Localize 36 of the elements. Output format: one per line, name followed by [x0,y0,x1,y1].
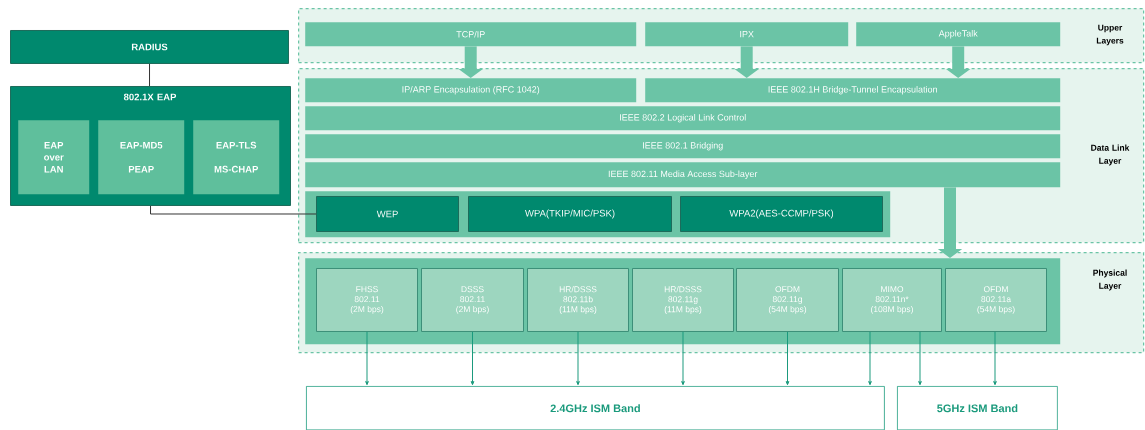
phy-box: OFDM 802.11g (54M bps) [736,268,839,332]
method-box: EAP-MD5 PEAP [98,120,185,195]
protocol-box: AppleTalk [856,22,1061,47]
arrow [918,331,922,386]
method-box: EAP-TLS MS-CHAP [193,120,280,195]
layer-heading: Data Link Layer [1091,144,1130,166]
arrow [681,331,685,386]
security-box: WPA2(AES-CCMP/PSK) [680,196,883,232]
protocol-box: IPX [645,22,849,47]
phy-box: HR/DSSS 802.11g (11M bps) [632,268,734,332]
layer-heading: Upper Layers [1096,24,1124,46]
arrow [576,331,580,386]
protocol-box: TCP/IP [305,22,637,47]
phy-box: FHSS 802.11 (2M bps) [316,268,418,332]
frequency-band-box: 2.4GHz ISM Band [306,386,885,430]
security-box: WEP [316,196,459,232]
phy-box: MIMO 802.11n* (108M bps) [842,268,942,332]
arrow [470,331,475,386]
arrow [785,331,790,386]
arrow [868,331,872,386]
connector-line [150,205,317,215]
layer-heading: 802.1X EAP [123,93,177,101]
phy-box: DSSS 802.11 (2M bps) [421,268,524,332]
radius-box: RADIUS [10,30,289,64]
arrow [365,331,369,386]
method-box: EAP over LAN [18,120,90,195]
layer-heading: Physical Layer [1093,269,1127,291]
protocol-box: IEEE 802.2 Logical Link Control [305,106,1061,131]
protocol-box: IEEE 802.11 Media Access Sub-layer [305,162,1061,188]
protocol-box: IEEE 802.1 Bridging [305,134,1061,159]
connector-line [149,63,150,87]
phy-box: OFDM 802.11a (54M bps) [945,268,1047,332]
security-box: WPA(TKIP/MIC/PSK) [468,196,672,232]
phy-box: HR/DSSS 802.11b (11M bps) [527,268,629,332]
frequency-band-box: 5GHz ISM Band [897,386,1058,430]
arrow [993,331,997,386]
